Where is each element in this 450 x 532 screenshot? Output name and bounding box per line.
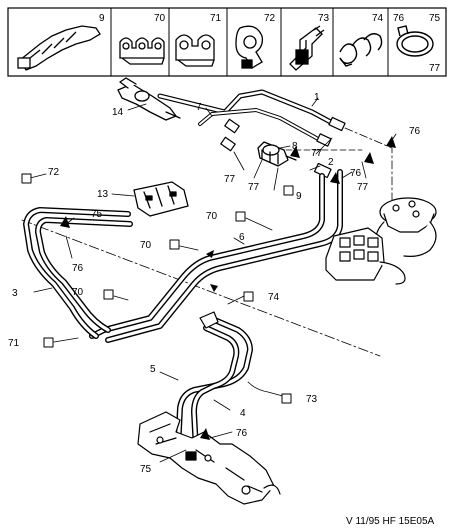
legend-num-72: 72 bbox=[264, 13, 276, 24]
ring-clip-icon bbox=[235, 25, 264, 69]
callout-76-bottom: 76 bbox=[236, 428, 248, 439]
legend-num-75: 75 bbox=[429, 13, 441, 24]
bracket-clip-icon bbox=[289, 25, 325, 71]
callout-72: 72 bbox=[48, 167, 60, 178]
callout-70-a: 70 bbox=[206, 211, 218, 222]
callout-71: 71 bbox=[8, 338, 20, 349]
callout-9: 9 bbox=[296, 191, 302, 202]
double-clip-icon bbox=[175, 34, 215, 67]
callout-74: 74 bbox=[268, 292, 280, 303]
pipe-6 bbox=[89, 173, 325, 339]
callout-3: 3 bbox=[12, 288, 18, 299]
callout-6: 6 bbox=[239, 232, 245, 243]
legend-num-70: 70 bbox=[154, 13, 166, 24]
callout-4: 4 bbox=[240, 408, 246, 419]
callout-77-c: 77 bbox=[248, 182, 260, 193]
callout-14: 14 bbox=[112, 107, 124, 118]
callout-77-b: 77 bbox=[224, 174, 236, 185]
legend-num-9: 9 bbox=[99, 13, 105, 24]
fuel-filter bbox=[257, 141, 297, 167]
callout-77-a: 77 bbox=[311, 148, 323, 159]
fuel-lines-drawing bbox=[21, 77, 437, 505]
callout-2: 2 bbox=[328, 157, 334, 168]
callout-75-a: 75 bbox=[91, 209, 103, 220]
parts-legend bbox=[7, 7, 447, 77]
callout-75-b: 75 bbox=[140, 464, 152, 475]
hose-clamp-icon bbox=[396, 25, 434, 57]
legend-num-73: 73 bbox=[318, 13, 330, 24]
callout-1: 1 bbox=[314, 92, 320, 103]
callout-77-d: 77 bbox=[357, 182, 369, 193]
pipe-7 bbox=[198, 108, 322, 142]
pump-assembly bbox=[375, 197, 437, 257]
relay-box bbox=[325, 227, 406, 285]
callout-7: 7 bbox=[196, 102, 202, 113]
callout-73: 73 bbox=[306, 394, 318, 405]
callout-76-top: 76 bbox=[409, 126, 421, 137]
callout-5: 5 bbox=[150, 364, 156, 375]
legend-num-74: 74 bbox=[372, 13, 384, 24]
spring-clip-icon bbox=[339, 33, 383, 67]
legend-num-76: 76 bbox=[393, 13, 405, 24]
callout-70-b: 70 bbox=[140, 240, 152, 251]
triple-clip-icon bbox=[119, 37, 165, 65]
callout-70-c: 70 bbox=[72, 287, 84, 298]
callout-76-left: 76 bbox=[72, 263, 84, 274]
inlet-connector bbox=[117, 77, 181, 121]
legend-num-71: 71 bbox=[210, 13, 222, 24]
callout-76-mid: 76 bbox=[350, 168, 362, 179]
clip-block bbox=[133, 181, 189, 217]
callout-8: 8 bbox=[292, 141, 298, 152]
legend-num-77: 77 bbox=[429, 63, 441, 74]
engine-mount bbox=[137, 411, 281, 505]
shield-clip-icon bbox=[17, 25, 101, 71]
callout-13: 13 bbox=[97, 189, 109, 200]
drawing-reference: V 11/95 HF 15E05A bbox=[346, 516, 435, 527]
